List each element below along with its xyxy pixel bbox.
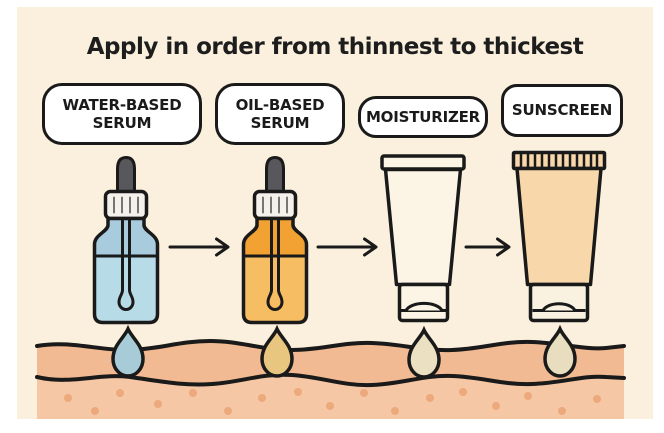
dropper-cap-ribs — [262, 196, 288, 214]
label-line: OIL-BASED — [235, 95, 325, 114]
label-water-based-serum: WATER-BASED SERUM — [42, 83, 202, 145]
water-based-serum-bottle-icon — [92, 155, 160, 325]
arrow-head — [215, 237, 230, 257]
tube-crimp-top — [380, 154, 466, 171]
label-line: SERUM — [92, 114, 152, 132]
skin-layer-divider-line — [35, 372, 626, 388]
pipette — [117, 218, 135, 311]
right-arrow-icon — [464, 237, 511, 257]
label-sunscreen: SUNSCREEN — [501, 84, 623, 137]
bottle-outline — [92, 216, 160, 325]
dropper-cap — [252, 189, 298, 221]
label-line: MOISTURIZER — [365, 107, 481, 126]
label-line: SUNSCREEN — [511, 101, 613, 120]
label-moisturizer: MOISTURIZER — [358, 96, 488, 138]
tube-cap-bump — [404, 301, 444, 312]
moisturizer-tube-icon — [380, 154, 466, 323]
dropper-cap-ribs — [113, 196, 139, 214]
arrow-head — [496, 237, 511, 257]
right-arrow-icon — [168, 237, 230, 257]
bottle-liquid-upper — [94, 218, 158, 256]
label-line: WATER-BASED — [62, 95, 182, 114]
right-arrow-icon — [316, 237, 378, 257]
skin-pore-dots — [64, 388, 601, 415]
dropper-cap — [103, 189, 149, 221]
dropper-bulb — [116, 155, 136, 194]
diagram-title: Apply in order from thinnest to thickest — [86, 34, 584, 60]
tube-crimp-ribs — [519, 154, 599, 167]
label-oil-based-serum: OIL-BASED SERUM — [215, 83, 345, 145]
bottle-outline — [241, 216, 309, 325]
moisturizer-droplet-icon — [407, 325, 441, 379]
tube-cap-bump — [541, 302, 577, 312]
oil-droplet-icon — [260, 324, 294, 378]
tube-body — [383, 167, 463, 287]
bottle-liquid-upper — [243, 218, 307, 256]
tube-body — [515, 166, 603, 287]
sunscreen-tube-icon — [511, 150, 607, 323]
pipette — [266, 218, 284, 311]
skin-cross-section-illustration — [35, 338, 626, 419]
water-droplet-icon — [111, 324, 145, 378]
oil-based-serum-bottle-icon — [241, 155, 309, 325]
arrow-head — [363, 237, 378, 257]
label-line: SERUM — [250, 114, 310, 132]
sunscreen-droplet-icon — [543, 324, 577, 378]
dropper-bulb — [265, 155, 285, 194]
